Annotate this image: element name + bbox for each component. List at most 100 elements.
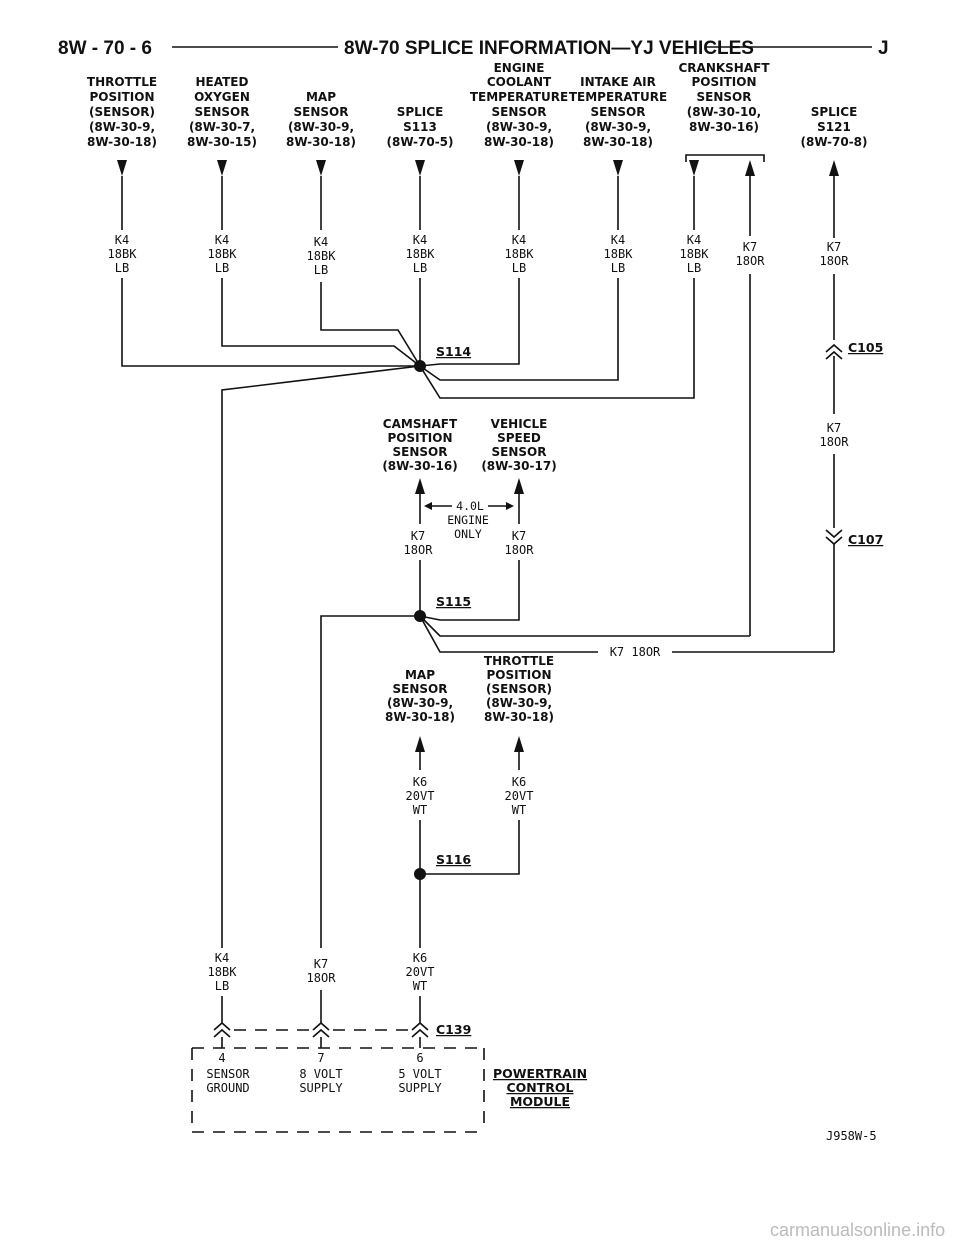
svg-text:SENSOR: SENSOR [492, 445, 547, 459]
splice-s114-label: S114 [436, 344, 471, 359]
svg-text:K4: K4 [687, 233, 701, 247]
tps-mid-label: THROTTLE POSITION (SENSOR) (8W-30-9, 8W-… [484, 654, 554, 724]
map-sensor-mid-label: MAP SENSOR (8W-30-9, 8W-30-18) [385, 668, 455, 724]
svg-text:8W-30-18): 8W-30-18) [484, 710, 554, 724]
svg-text:20VT: 20VT [406, 789, 435, 803]
wire-label-k7-bottom: K7 18OR [307, 957, 337, 985]
svg-text:OXYGEN: OXYGEN [194, 90, 250, 104]
svg-text:(8W-30-17): (8W-30-17) [481, 459, 556, 473]
ckp-connector-bracket [685, 154, 765, 162]
wire-label-k7-right: K7 18OR [820, 421, 850, 449]
splice-s121-label: SPLICE S121 (8W-70-8) [800, 105, 867, 149]
svg-text:POSITION: POSITION [90, 90, 155, 104]
svg-text:(8W-30-9,: (8W-30-9, [89, 120, 155, 134]
svg-text:K4: K4 [611, 233, 625, 247]
svg-text:18BK: 18BK [208, 247, 238, 261]
splice-s116-dot [414, 868, 426, 880]
wire-label-k4-bottom: K4 18BK LB [208, 951, 238, 993]
svg-text:(8W-30-10,: (8W-30-10, [687, 105, 761, 119]
lower-arrows [415, 736, 524, 752]
arrow-down-icon [316, 160, 326, 176]
svg-text:(8W-30-9,: (8W-30-9, [288, 120, 354, 134]
svg-text:(8W-70-8): (8W-70-8) [800, 135, 867, 149]
svg-text:K7: K7 [827, 421, 841, 435]
wire-label-k7-cmp: K7 18OR [404, 529, 434, 557]
svg-text:SPLICE: SPLICE [397, 105, 444, 119]
svg-text:18OR: 18OR [307, 971, 337, 985]
svg-text:(8W-30-9,: (8W-30-9, [486, 120, 552, 134]
svg-text:K7: K7 [827, 240, 841, 254]
svg-text:(8W-30-16): (8W-30-16) [382, 459, 457, 473]
svg-text:POWERTRAIN: POWERTRAIN [493, 1066, 587, 1081]
connector-c107: C107 [825, 529, 883, 547]
tps-top-label: THROTTLE POSITION (SENSOR) (8W-30-9, 8W-… [87, 75, 157, 149]
svg-text:18BK: 18BK [208, 965, 238, 979]
svg-text:MAP: MAP [405, 668, 435, 682]
arrow-down-icon [217, 160, 227, 176]
svg-text:K4: K4 [314, 235, 328, 249]
wire-label-k4-2: K4 18BK LB [208, 233, 238, 275]
arrow-up-icon [514, 736, 524, 752]
svg-text:18OR: 18OR [505, 543, 535, 557]
svg-text:K4: K4 [215, 233, 229, 247]
arrow-up-icon [415, 736, 425, 752]
wire-label-k4-5: K4 18BK LB [505, 233, 535, 275]
svg-text:ONLY: ONLY [454, 527, 482, 541]
svg-text:4: 4 [218, 1051, 225, 1065]
mid-arrows [415, 478, 524, 494]
wire-label-k4-6: K4 18BK LB [604, 233, 634, 275]
arrow-left-icon [424, 502, 432, 510]
svg-text:8W-30-18): 8W-30-18) [583, 135, 653, 149]
svg-text:8W-30-15): 8W-30-15) [187, 135, 257, 149]
svg-text:8W-30-18): 8W-30-18) [286, 135, 356, 149]
svg-text:18BK: 18BK [307, 249, 337, 263]
svg-text:GROUND: GROUND [206, 1081, 249, 1095]
svg-text:SENSOR: SENSOR [195, 105, 250, 119]
top-arrows [117, 160, 839, 176]
svg-text:K6: K6 [413, 951, 427, 965]
pcm-box [191, 1047, 485, 1133]
svg-text:18BK: 18BK [505, 247, 535, 261]
svg-text:CONTROL: CONTROL [506, 1080, 573, 1095]
svg-text:SENSOR: SENSOR [393, 445, 448, 459]
svg-text:LB: LB [215, 261, 229, 275]
label-bg [200, 950, 244, 996]
svg-text:C107: C107 [848, 532, 883, 547]
splice-s115-dot [414, 610, 426, 622]
wire-label-k7-vss: K7 18OR [505, 529, 535, 557]
arrow-right-icon [506, 502, 514, 510]
k4-wires-to-s114 [121, 278, 695, 948]
svg-text:C139: C139 [436, 1022, 471, 1037]
k6-wires-to-s116 [419, 820, 520, 948]
map-sensor-top-label: MAP SENSOR (8W-30-9, 8W-30-18) [286, 90, 356, 149]
svg-text:K4: K4 [512, 233, 526, 247]
splice-s116-label: S116 [436, 852, 471, 867]
svg-text:CRANKSHAFT: CRANKSHAFT [678, 61, 770, 75]
wire-label-k4-7: K4 18BK LB [680, 233, 710, 275]
iat-sensor-label: INTAKE AIR TEMPERATURE SENSOR (8W-30-9, … [569, 75, 667, 149]
watermark: carmanualsonline.info [770, 1220, 945, 1240]
connector-c105: C105 [825, 340, 883, 360]
heated-oxygen-sensor-label: HEATED OXYGEN SENSOR (8W-30-7, 8W-30-15) [187, 75, 257, 149]
pcm-pin-7: 7 8 VOLT SUPPLY [299, 1051, 343, 1095]
svg-text:SUPPLY: SUPPLY [299, 1081, 343, 1095]
svg-text:8W-30-16): 8W-30-16) [689, 120, 759, 134]
wire-label-k7-s121: K7 18OR [820, 240, 850, 268]
wire-label-k4-1: K4 18BK LB [108, 233, 138, 275]
svg-text:VEHICLE: VEHICLE [491, 417, 548, 431]
svg-text:20VT: 20VT [406, 965, 435, 979]
arrow-down-icon [117, 160, 127, 176]
pcm-pin-6: 6 5 VOLT SUPPLY [398, 1051, 442, 1095]
svg-text:18BK: 18BK [406, 247, 436, 261]
svg-text:SENSOR: SENSOR [697, 90, 752, 104]
svg-text:18OR: 18OR [404, 543, 434, 557]
svg-text:(8W-30-9,: (8W-30-9, [585, 120, 651, 134]
top-wire-stubs [121, 176, 835, 238]
svg-text:TEMPERATURE: TEMPERATURE [569, 90, 667, 104]
svg-text:LB: LB [314, 263, 328, 277]
svg-text:LB: LB [413, 261, 427, 275]
svg-text:SPEED: SPEED [497, 431, 541, 445]
wire-label-k4-4: K4 18BK LB [406, 233, 436, 275]
svg-text:18BK: 18BK [108, 247, 138, 261]
svg-text:SUPPLY: SUPPLY [398, 1081, 442, 1095]
